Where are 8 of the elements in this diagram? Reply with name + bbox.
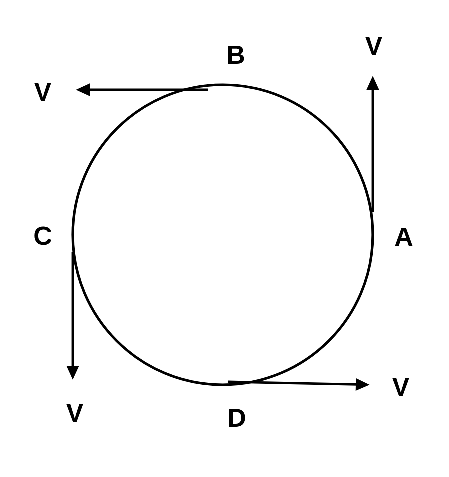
point-label: V <box>66 404 84 422</box>
point-label: V <box>34 83 52 101</box>
point-label: C <box>34 226 52 246</box>
point-label: D <box>229 409 246 427</box>
point-label: V <box>392 378 410 396</box>
point-label: B <box>228 46 244 64</box>
point-label: A <box>395 228 413 246</box>
point-label: V <box>366 37 382 55</box>
